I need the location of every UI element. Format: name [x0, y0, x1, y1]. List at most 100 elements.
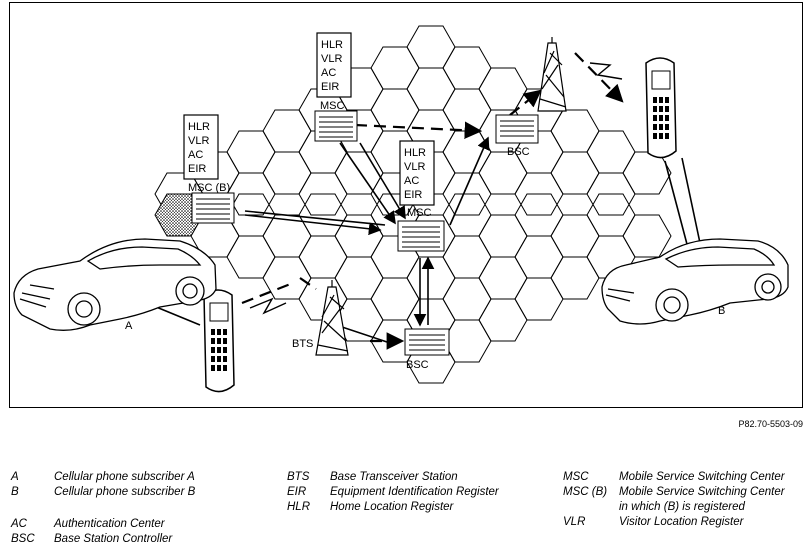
mobile-phone-top: [645, 57, 677, 159]
hex-cell: [442, 235, 492, 279]
legend-desc: Visitor Location Register: [619, 516, 744, 528]
hex-cell: [406, 67, 456, 111]
dashed-links: [241, 52, 624, 350]
legend-abbr: A: [11, 471, 19, 483]
hex-cell: [370, 88, 420, 132]
legend-desc: Cellular phone subscriber A: [54, 471, 195, 483]
hex-cell: [442, 319, 492, 363]
phone-key: [211, 347, 215, 353]
hex-cell: [334, 256, 384, 300]
hex-cell: [262, 109, 312, 153]
phone-key: [653, 115, 657, 121]
register-box-top: [316, 32, 352, 98]
bsc-top-box: [495, 114, 539, 144]
hex-cell: [226, 235, 276, 279]
phone-key: [653, 133, 657, 139]
legend-abbr: BTS: [287, 471, 310, 483]
bsc-bottom-box: [404, 328, 450, 356]
phone-key: [211, 329, 215, 335]
phone-key: [665, 115, 669, 121]
register-top-eir: EIR: [321, 81, 339, 93]
phone-key: [217, 329, 221, 335]
legend-abbr: BSC: [11, 533, 35, 545]
phone-key: [653, 106, 657, 112]
label-bsc-top: BSC: [507, 146, 530, 158]
phone-key: [653, 97, 657, 103]
hex-cell: [406, 256, 456, 300]
mobile-phone-bottom: [203, 289, 235, 393]
phone-key: [211, 338, 215, 344]
phone-key: [223, 329, 227, 335]
phone-key: [659, 97, 663, 103]
phone-key: [659, 115, 663, 121]
hex-cell: [622, 214, 672, 258]
label-car-b: B: [718, 305, 725, 317]
phone-key: [665, 124, 669, 130]
hex-cell: [262, 151, 312, 195]
hex-cell: [298, 235, 348, 279]
connection-lines: [121, 136, 701, 344]
label-msc-top: MSC: [320, 100, 345, 112]
hex-cell: [442, 88, 492, 132]
hex-cell: [478, 256, 528, 300]
register-box-left: [183, 114, 219, 180]
phone-key: [223, 365, 227, 371]
legend-desc: Authentication Center: [54, 518, 165, 530]
register-center-eir: EIR: [404, 189, 422, 201]
phone-key: [223, 347, 227, 353]
legend-item: A Cellular phone subscriber A: [11, 470, 195, 485]
hex-cell: [550, 151, 600, 195]
figure-reference: P82.70-5503-09: [738, 419, 803, 429]
legend-abbr: AC: [11, 518, 27, 530]
phone-key: [217, 338, 221, 344]
bts-tower-bottom: [315, 280, 349, 356]
register-left-ac: AC: [188, 149, 203, 161]
hex-cell: [478, 151, 528, 195]
hex-cell: [514, 172, 564, 216]
hex-cell: [442, 277, 492, 321]
hex-cell: [334, 151, 384, 195]
phone-key: [653, 124, 657, 130]
legend-desc: Mobile Service Switching Center: [619, 471, 785, 483]
bts-tower-top: [537, 37, 567, 112]
legend-abbr: MSC (B): [563, 486, 608, 498]
register-center-vlr: VLR: [404, 161, 425, 173]
register-center-ac: AC: [404, 175, 419, 187]
hex-cell: [586, 172, 636, 216]
hex-cell: [514, 277, 564, 321]
register-box-center: [399, 140, 435, 206]
legend-item-continued: in which (B) is registered: [563, 500, 785, 515]
label-bsc-bottom: BSC: [406, 359, 429, 371]
register-center-hlr: HLR: [404, 147, 426, 159]
register-top-hlr: HLR: [321, 39, 343, 51]
legend-desc: Home Location Register: [330, 501, 454, 513]
register-top-ac: AC: [321, 67, 336, 79]
hex-cell: [298, 172, 348, 216]
phone-key: [223, 338, 227, 344]
label-msc-center: MSC: [407, 207, 432, 219]
network-diagram: HLR VLR AC EIR HLR VLR AC EIR HLR VLR AC…: [9, 2, 803, 408]
legend-item: AC Authentication Center: [11, 517, 195, 532]
phone-key: [211, 356, 215, 362]
msc-top-box: [314, 110, 358, 142]
cell-grid: [154, 25, 672, 384]
hex-cell: [478, 214, 528, 258]
label-bts: BTS: [292, 338, 313, 350]
phone-key: [665, 133, 669, 139]
hex-cell: [622, 151, 672, 195]
phone-key: [659, 106, 663, 112]
legend-abbr: EIR: [287, 486, 307, 498]
hex-cell: [550, 214, 600, 258]
hex-cell: [478, 298, 528, 342]
hex-cell: [550, 109, 600, 153]
radio-signal: [249, 62, 623, 315]
hex-cell: [442, 46, 492, 90]
